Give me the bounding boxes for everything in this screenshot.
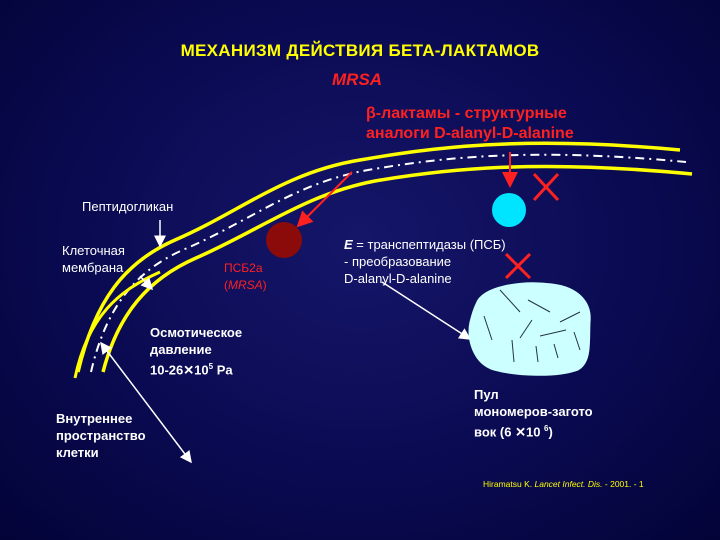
times-sign: ✕	[183, 362, 194, 377]
pbp2a-label: ПСБ2а (MRSA)	[224, 260, 267, 294]
citation: Hiramatsu K. Lancet Infect. Dis. - 2001.…	[483, 479, 644, 489]
slide-title: МЕХАНИЗМ ДЕЙСТВИЯ БЕТА-ЛАКТАМОВ	[0, 41, 720, 61]
beta-symbol: β	[366, 105, 376, 122]
transpeptidase-enzyme-circle	[492, 193, 526, 227]
beta-lactam-to-pbp2a-arrow	[298, 172, 352, 226]
enzyme-letter: E	[344, 237, 353, 252]
osmotic-pressure-label: Осмотическое давление 10-26✕105 Pa	[150, 324, 242, 378]
beta-lactam-note-line1: β-лактамы - структурные	[366, 104, 574, 124]
block-cross-crosslink	[534, 174, 558, 200]
block-cross-pool	[506, 254, 530, 278]
peptidoglycan-label: Пептидогликан	[82, 198, 173, 215]
pbp2a-circle	[266, 222, 302, 258]
beta-lactam-note-line2: аналоги D-alanyl-D-alanine	[366, 124, 574, 144]
slide-subtitle-mrsa: MRSA	[332, 70, 382, 90]
times-sign: ✕	[515, 424, 526, 439]
cell-interior-label: Внутреннее пространство клетки	[56, 410, 146, 461]
monomer-pool-blob	[469, 283, 590, 375]
beta-lactam-note: β-лактамы - структурные аналоги D-alanyl…	[366, 104, 574, 144]
membrane-label: Клеточная мембрана	[62, 242, 125, 276]
transpeptidase-note: E = транспептидазы (ПСБ) - преобразовани…	[344, 236, 506, 287]
transpeptidase-arrow	[382, 282, 470, 339]
monomer-pool-label: Пул мономеров-загото вок (6 ✕10 6)	[474, 386, 593, 440]
